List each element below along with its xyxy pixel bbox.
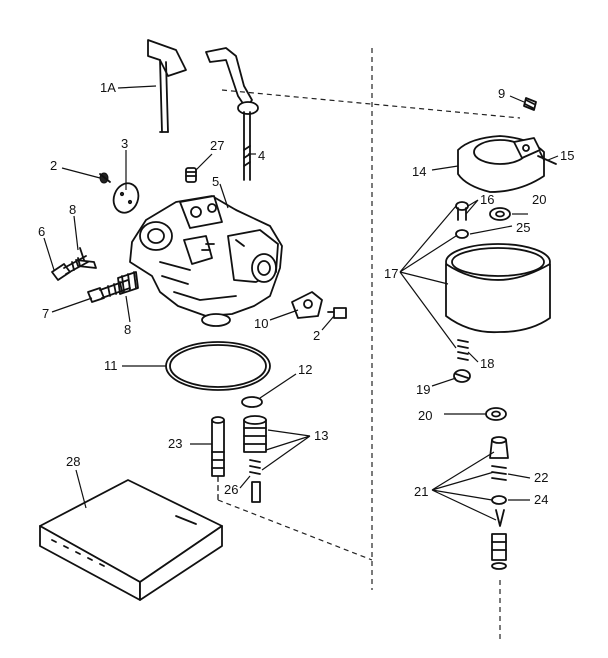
part-4-choke-shaft (205, 47, 259, 181)
part-27-screw (185, 167, 197, 183)
label-21: 21 (414, 484, 428, 499)
label-22: 22 (534, 470, 548, 485)
label-19: 19 (416, 382, 430, 397)
label-3: 3 (121, 136, 128, 151)
label-10: 10 (254, 316, 268, 331)
label-5: 5 (212, 174, 219, 189)
label-28: 28 (66, 454, 80, 469)
carburetor-body (129, 195, 283, 327)
label-24: 24 (534, 492, 548, 507)
label-7: 7 (42, 306, 49, 321)
part-1a-throttle-shaft (147, 39, 187, 133)
label-14: 14 (412, 164, 426, 179)
label-8-upper: 8 (69, 202, 76, 217)
label-16: 16 (480, 192, 494, 207)
label-13: 13 (314, 428, 328, 443)
part-6-screw (51, 255, 89, 281)
part-14-float (457, 135, 545, 193)
label-12: 12 (298, 362, 312, 377)
part-15-pin (537, 151, 557, 165)
part-19-clip (453, 369, 471, 383)
label-23: 23 (168, 436, 182, 451)
label-4: 4 (258, 148, 265, 163)
part-labels: 1A 2 3 27 4 5 8 6 7 8 10 2 11 12 13 23 2… (38, 80, 574, 507)
part-9-screw (523, 97, 537, 111)
part-12-o-ring (241, 396, 263, 408)
label-2-bottom: 2 (313, 328, 320, 343)
part-28-kit-box (39, 479, 223, 601)
part-13-seat-set (243, 415, 267, 503)
part-16-needle-and-clip (455, 201, 469, 221)
label-18: 18 (480, 356, 494, 371)
part-20-washer-lower (485, 407, 507, 421)
label-8-lower: 8 (124, 322, 131, 337)
part-11-gasket (165, 341, 271, 391)
part-18-spring (457, 339, 469, 361)
assembly-guide-lines (217, 48, 521, 640)
part-20-washer-upper (489, 207, 511, 221)
label-26: 26 (224, 482, 238, 497)
label-20-lower: 20 (418, 408, 432, 423)
float-bowl (445, 243, 551, 334)
label-15: 15 (560, 148, 574, 163)
part-2-screw-bottom (327, 307, 347, 319)
label-17: 17 (384, 266, 398, 281)
label-6: 6 (38, 224, 45, 239)
part-8-spring (117, 271, 139, 295)
part-23-nozzle (211, 416, 225, 477)
label-9: 9 (498, 86, 505, 101)
leader-lines (43, 85, 559, 521)
part-10-bracket (291, 291, 323, 319)
part-2-screw-top (99, 172, 111, 184)
label-27: 27 (210, 138, 224, 153)
part-3-throttle-plate (112, 182, 140, 214)
label-2-top: 2 (50, 158, 57, 173)
part-25-gasket-small (455, 229, 469, 239)
label-11: 11 (104, 358, 118, 373)
label-1a: 1A (100, 80, 116, 95)
part-21-drain-stack (489, 436, 509, 570)
label-20-upper: 20 (532, 192, 546, 207)
label-25: 25 (516, 220, 530, 235)
